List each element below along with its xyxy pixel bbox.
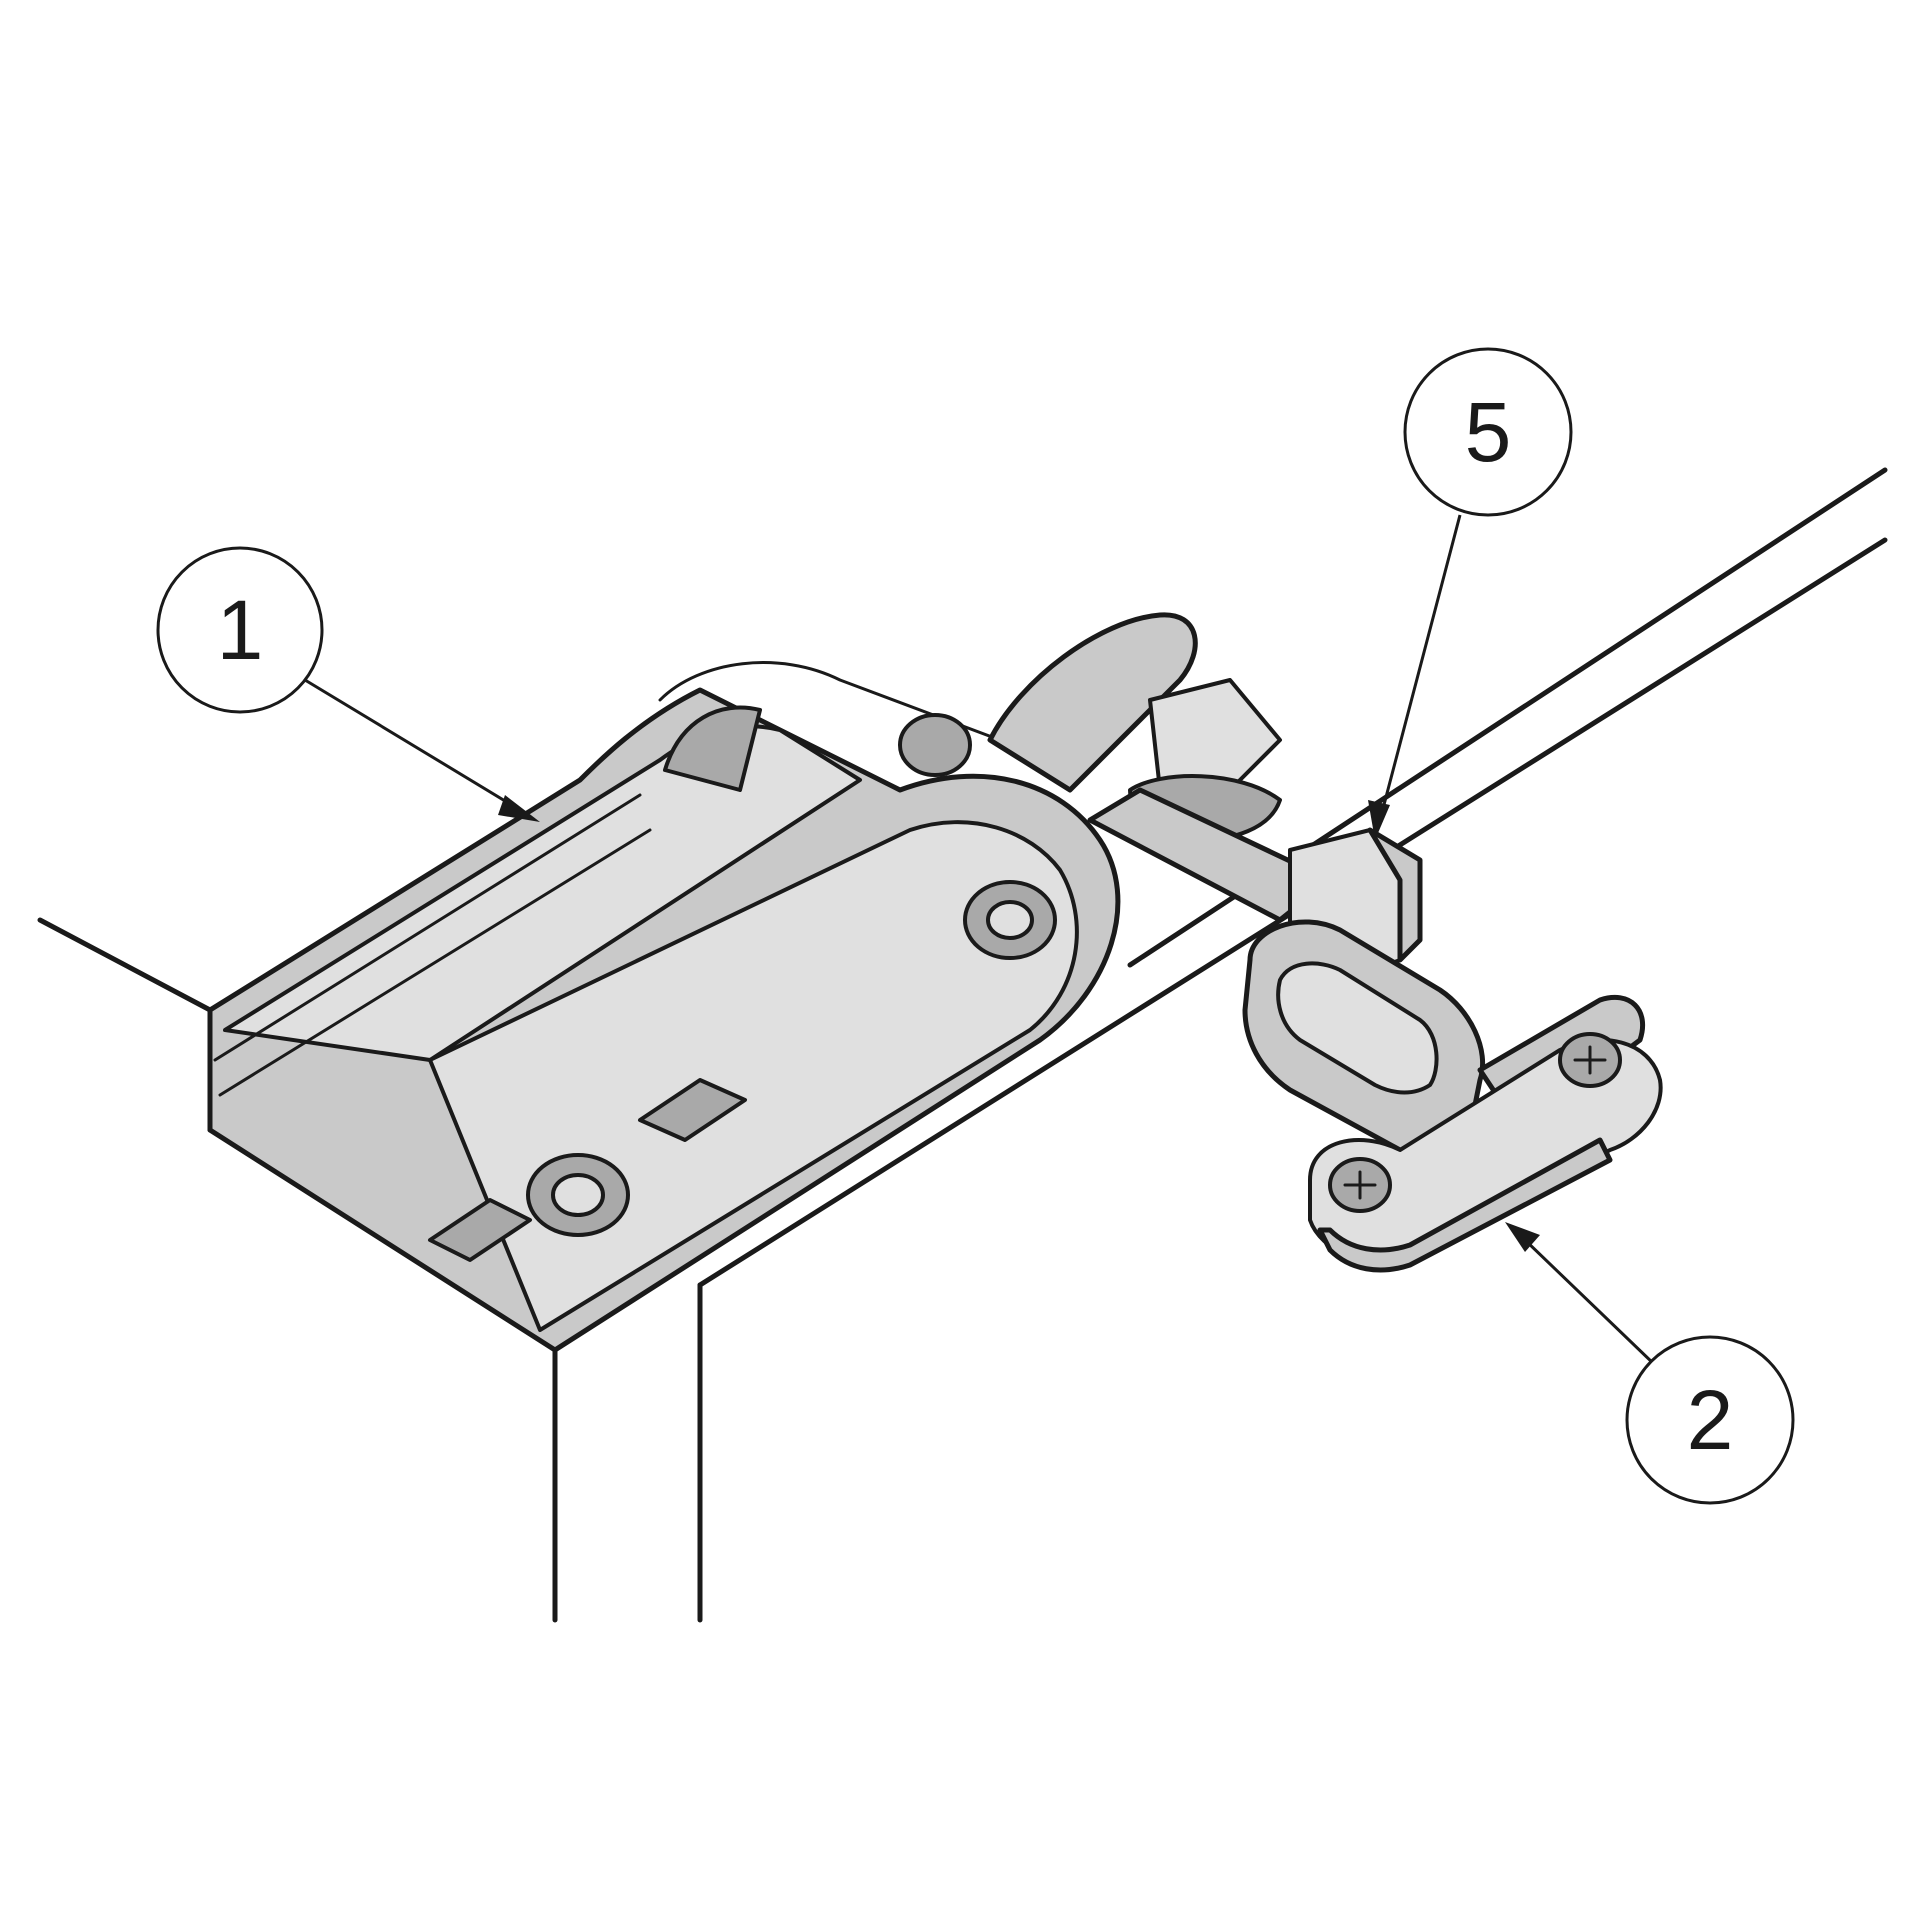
callout-2: 2 [1625, 1335, 1795, 1505]
leader-2 [1505, 1222, 1657, 1367]
callout-1: 1 [156, 546, 324, 714]
hinge-pivot-pin [898, 713, 972, 777]
plate-screw-lower [526, 1153, 630, 1237]
plate-slot-upper [638, 1078, 747, 1142]
clip-screw-left [1328, 1157, 1392, 1213]
plate-slot-lower [428, 1198, 532, 1262]
plate-screw-upper [963, 880, 1057, 960]
callout-5-label: 5 [1465, 385, 1512, 479]
mounting-plate [207, 661, 1121, 1353]
clip-screw-right [1558, 1032, 1622, 1088]
callout-2-label: 2 [1687, 1373, 1734, 1467]
hinge-arm [898, 612, 1333, 923]
leader-1 [304, 678, 540, 822]
leader-5 [1368, 514, 1462, 840]
callout-1-label: 1 [217, 583, 264, 677]
mounting-clip [1242, 919, 1663, 1273]
callout-5: 5 [1403, 347, 1573, 517]
